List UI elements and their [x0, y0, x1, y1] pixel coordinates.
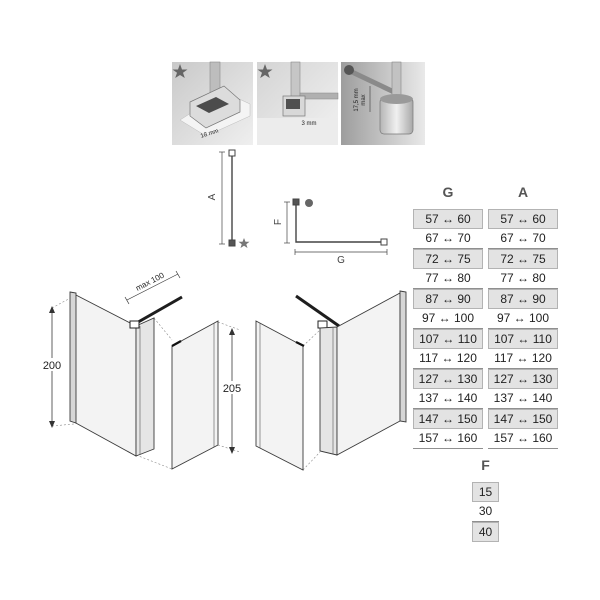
- arrow-head: [229, 447, 235, 454]
- arrow-head: [229, 328, 235, 335]
- table-cell-a: 147 ↔ 150: [488, 409, 558, 429]
- enclosure-right: [255, 290, 407, 471]
- dimension-label-g: G: [337, 255, 345, 266]
- connector-slot: [286, 99, 300, 109]
- photo-label: 18 mm: [200, 128, 219, 139]
- door-panel: [255, 320, 304, 471]
- extension-line: [153, 317, 173, 341]
- table-cell-a: 127 ↔ 130: [488, 369, 558, 389]
- table-cell-g: 127 ↔ 130: [413, 369, 483, 389]
- bar-bracket: [317, 320, 328, 329]
- dimension-label-200: 200: [43, 360, 61, 372]
- dimension-tick: [124, 296, 130, 305]
- l-shaped-rod: [295, 205, 381, 243]
- extension-line: [302, 451, 321, 471]
- bar-bracket: [129, 320, 140, 329]
- table-cell-g: 97 ↔ 100: [413, 309, 483, 329]
- extension-line: [135, 454, 173, 470]
- dimension-tick: [175, 270, 181, 279]
- arrow-head: [49, 306, 55, 313]
- diagram-a: A: [207, 149, 250, 248]
- table-cell-g: 57 ↔ 60: [413, 209, 483, 229]
- rod-top-end: [292, 198, 300, 206]
- extension-line: [51, 423, 75, 427]
- f-table-cell: 15: [472, 482, 499, 502]
- stabilizer-bar: [132, 295, 183, 327]
- dimension-label-205: 205: [223, 383, 241, 395]
- table-cell-g: 77 ↔ 80: [413, 269, 483, 289]
- photo-rod-connector: 3 mm: [257, 61, 339, 145]
- extension-line: [217, 321, 241, 331]
- cylinder-top: [380, 94, 413, 104]
- photo-ceiling-support: 17,5 mm max: [341, 61, 425, 145]
- table-cell-a: 97 ↔ 100: [488, 309, 558, 329]
- rod-top-end: [228, 149, 236, 157]
- table-cell-g: 67 ↔ 70: [413, 229, 483, 249]
- table-cell-a: 72 ↔ 75: [488, 249, 558, 269]
- circle-icon: [305, 199, 313, 207]
- dimension-label-max: max 100: [134, 271, 166, 293]
- table-cell-a: 117 ↔ 120: [488, 349, 558, 369]
- table-cell-a: 87 ↔ 90: [488, 289, 558, 309]
- diagonal-rod: [350, 69, 396, 95]
- star-icon: [172, 64, 188, 78]
- rod-bottom-end: [228, 239, 236, 247]
- table-cell-g: 157 ↔ 160: [413, 429, 483, 449]
- extension-line: [302, 329, 321, 347]
- table-cell-g: 87 ↔ 90: [413, 289, 483, 309]
- stabilizer-bar: [295, 294, 340, 328]
- table-cell-a: 137 ↔ 140: [488, 389, 558, 409]
- table-cell-g: 137 ↔ 140: [413, 389, 483, 409]
- table-cell-a: 57 ↔ 60: [488, 209, 558, 229]
- horizontal-bar: [299, 92, 339, 100]
- return-panel: [135, 317, 155, 457]
- enclosure-left: max 100 200 205: [42, 270, 242, 470]
- f-table-header: F: [481, 457, 490, 473]
- extension-line: [217, 444, 241, 453]
- return-panel: [319, 326, 338, 456]
- table-cell-a: 77 ↔ 80: [488, 269, 558, 289]
- photo-wall-clamp: 18 mm: [172, 61, 253, 145]
- rod-side-end: [380, 238, 388, 246]
- photo-floor: [257, 118, 338, 145]
- table-cell-a: 67 ↔ 70: [488, 229, 558, 249]
- table-cell-g: 107 ↔ 110: [413, 329, 483, 349]
- f-table-cell: 40: [472, 522, 499, 542]
- star-icon: [238, 238, 250, 248]
- door-profile: [295, 341, 305, 347]
- clamp-slot: [196, 97, 229, 113]
- label-backdrop: [222, 381, 242, 394]
- wall-profile: [69, 291, 77, 424]
- photo-label: 17,5 mm: [354, 88, 360, 111]
- door-panel: [171, 320, 219, 470]
- table-cell-g: 117 ↔ 120: [413, 349, 483, 369]
- f-table-cell: 30: [472, 502, 499, 522]
- table-cell-g: 147 ↔ 150: [413, 409, 483, 429]
- table-header-a: A: [517, 184, 529, 200]
- fixed-glass-panel: [336, 292, 401, 456]
- label-backdrop: [42, 358, 62, 371]
- arrow-head: [49, 421, 55, 428]
- star-icon: [257, 64, 273, 78]
- table-header-g: G: [442, 184, 454, 200]
- fixed-glass-panel: [73, 293, 137, 457]
- diagram-fg: F G: [273, 198, 388, 266]
- circle-icon: [344, 65, 354, 75]
- table-cell-g: 72 ↔ 75: [413, 249, 483, 269]
- table-cell-a: 107 ↔ 110: [488, 329, 558, 349]
- table-cell-a: 157 ↔ 160: [488, 429, 558, 449]
- wall-profile: [399, 290, 407, 423]
- stabilizer-rod: [290, 61, 301, 101]
- dimension-label-a: A: [207, 193, 218, 200]
- dimension-line-max: [126, 273, 179, 301]
- photo-label-max: max: [361, 94, 367, 105]
- photo-label: 3 mm: [302, 121, 317, 127]
- dimension-label-f: F: [273, 219, 284, 225]
- door-profile: [171, 340, 182, 347]
